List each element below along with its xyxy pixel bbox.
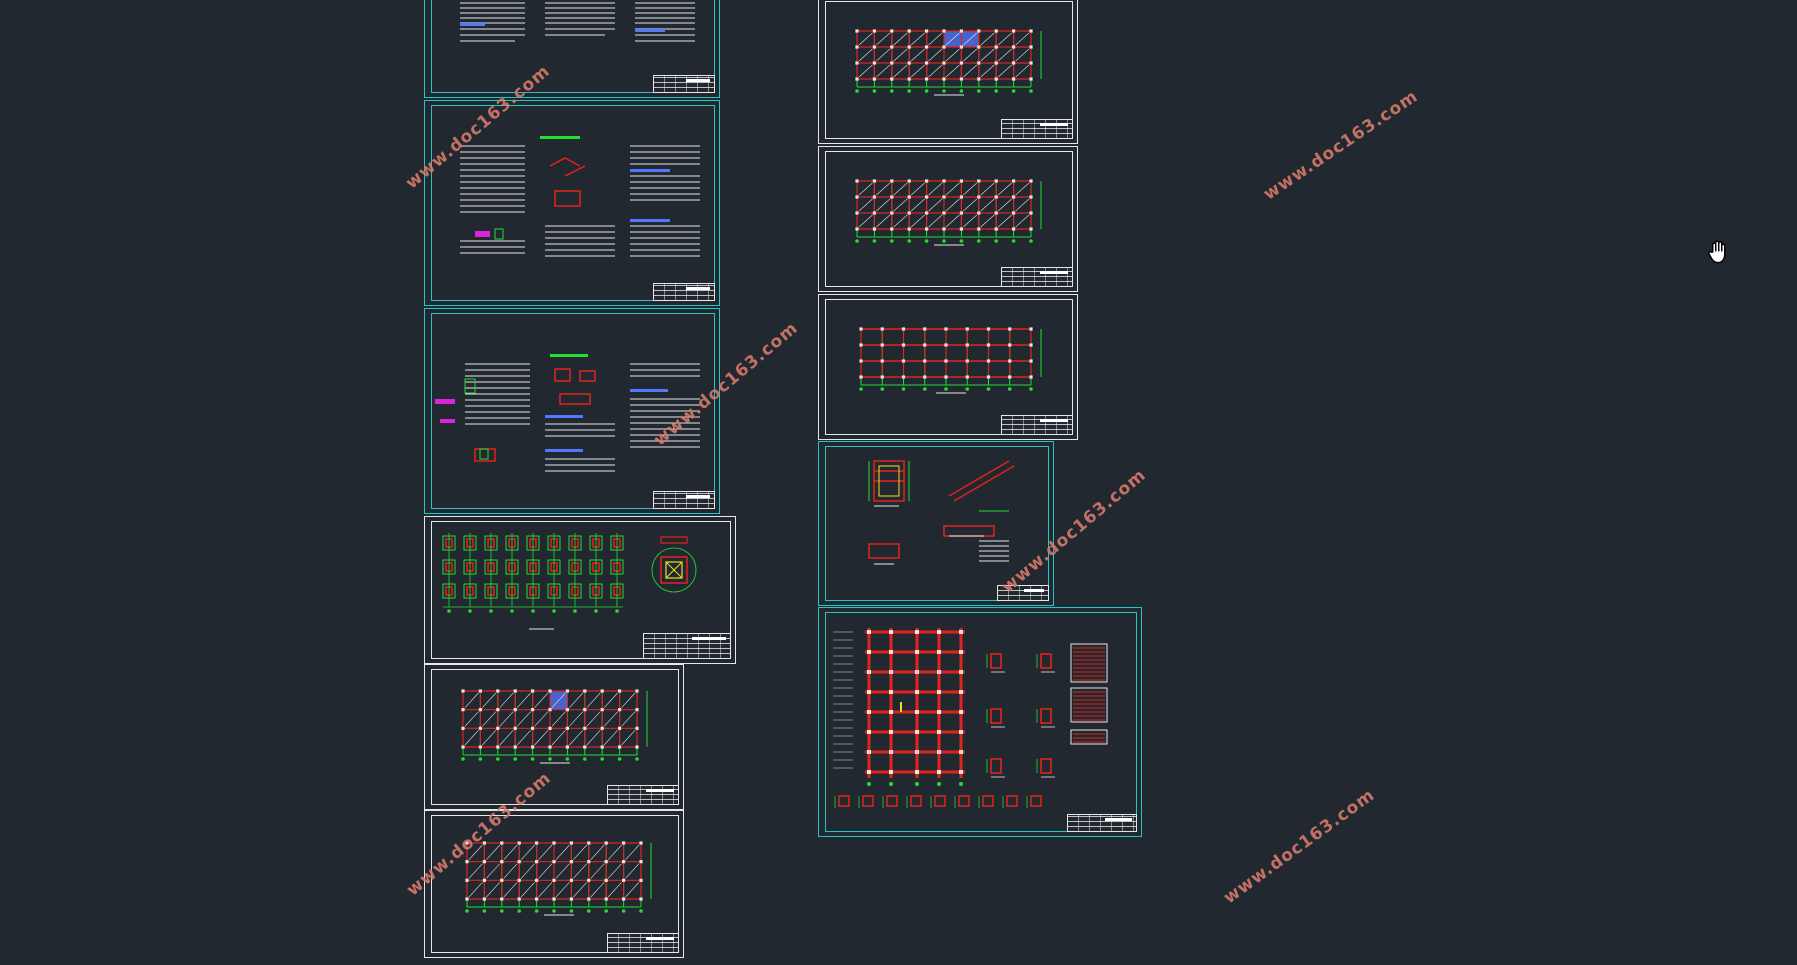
- notes-text-block: [460, 136, 700, 257]
- roof-plan-drawing: [855, 179, 1042, 246]
- drawing-sheet-notes-2[interactable]: [424, 100, 720, 306]
- title-block: [607, 933, 679, 953]
- drawing-sheet-frame-grid-plan[interactable]: [818, 294, 1078, 440]
- foundation-plan-drawing: [442, 533, 697, 630]
- title-block: [1001, 267, 1073, 287]
- pan-hand-icon: [1708, 240, 1726, 264]
- title-block: [653, 283, 715, 301]
- drawing-sheet-frame-elevation[interactable]: [818, 607, 1142, 837]
- drawing-sheet-stair-details[interactable]: [818, 441, 1054, 606]
- title-block: [653, 491, 715, 509]
- notes-text-block: [435, 354, 700, 472]
- frame-elevation-drawing: [833, 628, 1108, 808]
- floor-plan-drawing: [461, 689, 648, 764]
- title-block: [997, 585, 1049, 601]
- title-block: [653, 75, 715, 93]
- drawing-sheet-foundation-plan[interactable]: [424, 516, 736, 664]
- title-block: [1001, 119, 1073, 139]
- drawing-sheet-notes-1[interactable]: [424, 0, 720, 98]
- stair-details-drawing: [868, 460, 1015, 565]
- title-block: [1067, 814, 1137, 832]
- roof-plan-drawing: [855, 29, 1042, 96]
- drawing-sheet-floor-plan-a[interactable]: [424, 664, 684, 810]
- title-block: [607, 785, 679, 805]
- frame-grid-drawing: [859, 327, 1042, 394]
- title-block: [1001, 415, 1073, 435]
- watermark-text: www.doc163.com: [1220, 785, 1379, 909]
- drawing-sheet-roof-plan-1[interactable]: [818, 0, 1078, 144]
- watermark-text: www.doc163.com: [1260, 86, 1422, 205]
- drawing-sheet-roof-plan-2[interactable]: [818, 146, 1078, 292]
- drawing-sheet-floor-plan-b[interactable]: [424, 810, 684, 958]
- title-block: [643, 633, 731, 659]
- floor-plan-drawing: [465, 841, 652, 916]
- notes-text-block: [460, 2, 695, 42]
- drawing-sheet-notes-3[interactable]: [424, 308, 720, 514]
